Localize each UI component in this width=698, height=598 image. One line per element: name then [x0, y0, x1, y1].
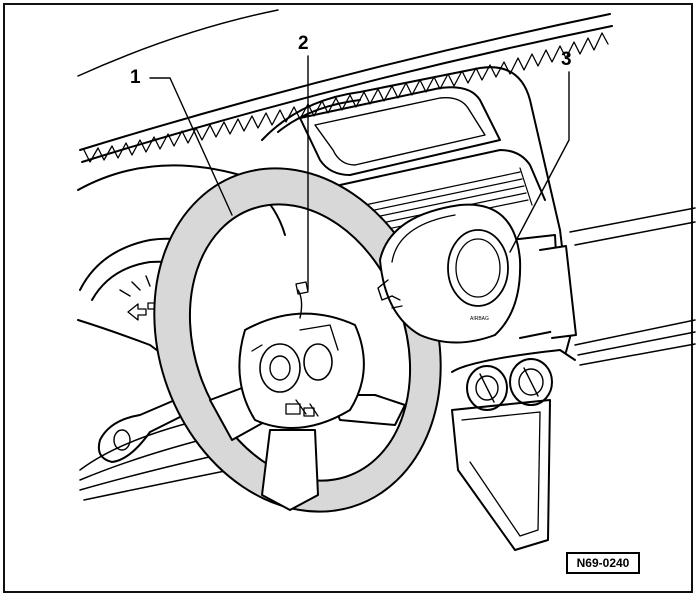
callout-leaders — [149, 55, 570, 291]
arrow-indicator-icon — [127, 303, 147, 321]
control-knobs — [451, 349, 576, 411]
windshield-edge — [77, 9, 279, 77]
figure-code-label: N69-0240 — [566, 552, 640, 574]
leader-1 — [149, 77, 233, 216]
callout-3: 3 — [561, 49, 572, 70]
center-console — [261, 66, 577, 551]
airbag-emblem-text: AIRBAG — [470, 316, 489, 322]
dashboard-top-edge — [79, 13, 613, 163]
callout-1: 1 — [130, 67, 141, 88]
leader-3 — [509, 71, 570, 253]
lower-console-panel — [451, 399, 551, 551]
display-recess — [299, 86, 501, 176]
control-stalk — [97, 399, 191, 463]
airbag-unit: AIRBAG — [377, 203, 522, 344]
callout-2: 2 — [298, 33, 309, 54]
steering-hub — [238, 281, 365, 429]
